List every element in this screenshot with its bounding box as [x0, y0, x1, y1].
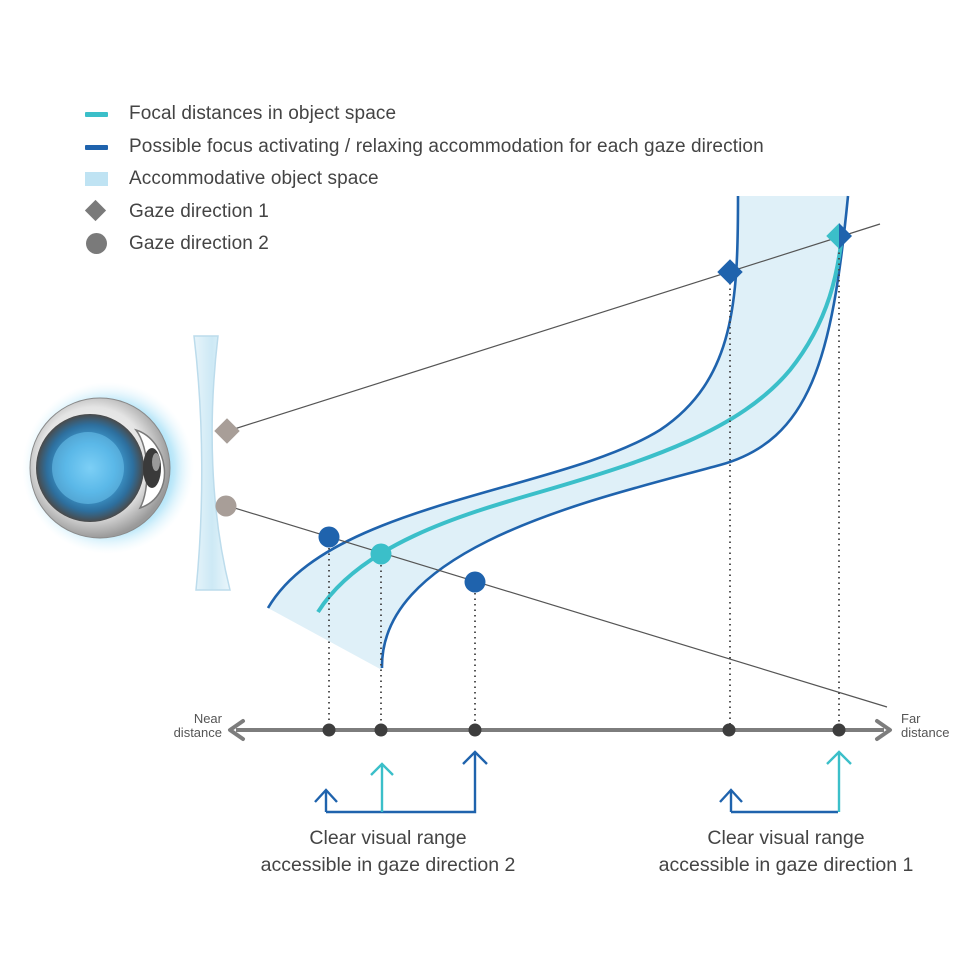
- gaze-2-focal-intersection: [370, 543, 392, 565]
- gaze-2-range-bracket: [314, 750, 488, 814]
- legend: Focal distances in object space Possible…: [82, 98, 764, 261]
- near-label-line-2: distance: [173, 725, 222, 740]
- axis-point-c: [468, 723, 482, 737]
- accommodative-band: [268, 196, 848, 670]
- accommodation-curve-lower: [380, 195, 850, 669]
- legend-item-accommodation: Possible focus activating / relaxing acc…: [82, 131, 764, 164]
- axis-point-d: [722, 723, 736, 737]
- axis-point-b: [374, 723, 388, 737]
- gaze-1-caption-line-1: Clear visual range: [707, 827, 865, 849]
- teal-line-icon: [82, 102, 112, 126]
- gaze-line-1: [227, 223, 881, 432]
- legend-label: Possible focus activating / relaxing acc…: [129, 135, 764, 157]
- gaze-1-near-intersection: [717, 259, 743, 285]
- axis-point-e: [832, 723, 846, 737]
- diamond-icon: [82, 199, 112, 224]
- far-label-line-2: distance: [901, 725, 950, 740]
- legend-item-focal: Focal distances in object space: [82, 98, 764, 131]
- legend-item-gaze-1: Gaze direction 1: [82, 196, 764, 229]
- focal-distance-curve: [316, 235, 844, 614]
- gaze-1-range-caption: Clear visual range accessible in gaze di…: [626, 825, 946, 879]
- blue-line-icon: [82, 135, 112, 159]
- legend-label: Gaze direction 2: [129, 233, 269, 255]
- light-blue-rect-icon: [82, 167, 112, 191]
- legend-label: Gaze direction 1: [129, 200, 269, 222]
- distance-axis: [228, 719, 892, 741]
- gaze-2-near-intersection: [318, 526, 340, 548]
- axis-point-a: [322, 723, 336, 737]
- eye-icon: [22, 382, 194, 554]
- gaze-1-range-bracket: [719, 750, 852, 814]
- gaze-1-far-intersection-edge: [839, 223, 852, 249]
- legend-item-object-space: Accommodative object space: [82, 163, 764, 196]
- gaze-1-lens-marker: [214, 418, 240, 444]
- legend-label: Accommodative object space: [129, 168, 379, 190]
- circle-icon: [82, 232, 112, 256]
- gaze-2-lens-marker: [215, 495, 237, 517]
- gaze-2-far-intersection: [464, 571, 486, 593]
- far-distance-label: Far distance: [901, 712, 971, 740]
- spectacle-lens: [193, 335, 231, 591]
- gaze-1-caption-line-2: accessible in gaze direction 1: [658, 854, 914, 876]
- gaze-2-range-caption: Clear visual range accessible in gaze di…: [228, 825, 548, 879]
- near-distance-label: Near distance: [158, 712, 222, 740]
- legend-item-gaze-2: Gaze direction 2: [82, 228, 764, 261]
- near-label-line-1: Near: [193, 711, 222, 726]
- accommodation-curve-upper: [266, 195, 740, 609]
- gaze-2-caption-line-1: Clear visual range: [309, 827, 467, 849]
- gaze-2-caption-line-2: accessible in gaze direction 2: [260, 854, 516, 876]
- legend-label: Focal distances in object space: [129, 103, 397, 125]
- far-label-line-1: Far: [901, 711, 921, 726]
